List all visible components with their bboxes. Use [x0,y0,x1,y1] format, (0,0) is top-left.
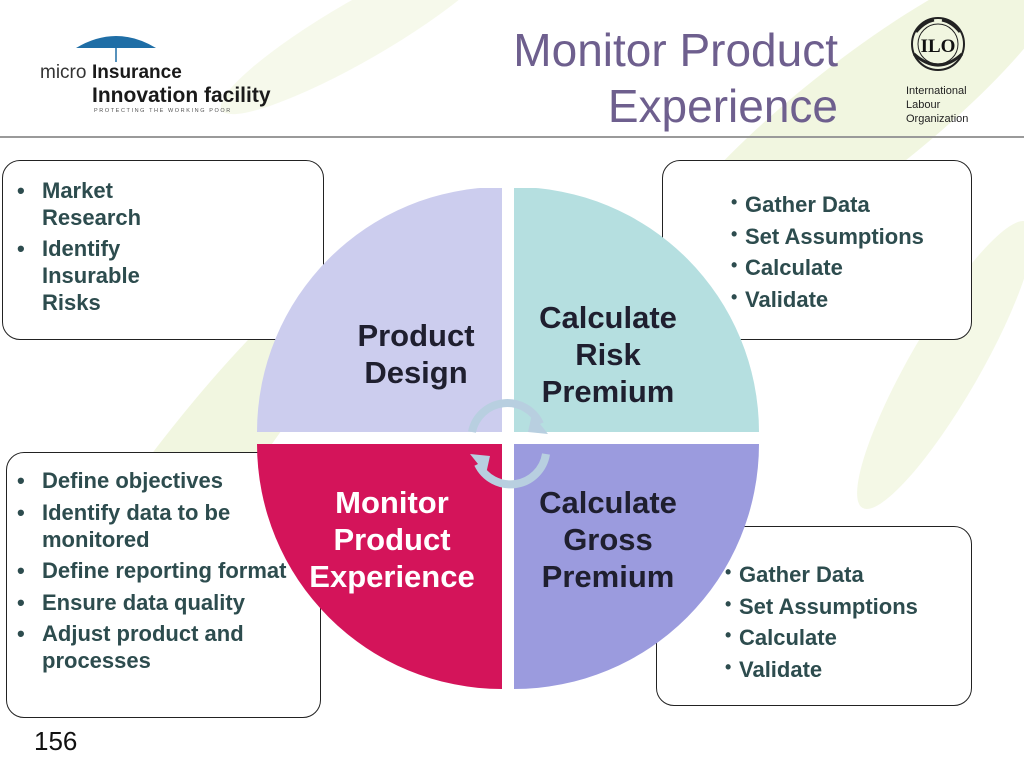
bullet-item: Validate [731,284,924,313]
quadrant-label-line: Calculate [539,485,677,520]
quadrant-label-line: Calculate [539,300,677,335]
bullet-item: Identify Insurable Risks [17,235,192,316]
bullet-list: Define objectivesIdentify data to be mon… [17,467,292,679]
quadrant-label-line: Product [333,522,450,557]
bullet-list: Gather DataSet AssumptionsCalculateValid… [725,559,918,687]
page-title-line2: Experience [607,80,838,132]
quadrant-monitor-product-experience [257,444,502,689]
cycle-arrow-icon [474,453,550,489]
bullet-item: Ensure data quality [17,589,292,616]
page-title: Monitor Product Experience [378,22,838,134]
bullet-item: Market Research [17,177,192,231]
quadrant-label-line: Premium [542,374,675,409]
bullet-item: Calculate [725,622,918,651]
quadrant-label-line: Gross [563,522,653,557]
bullet-item: Calculate [731,252,924,281]
ilo-line1: International [906,85,967,97]
bullet-item: Set Assumptions [731,221,924,250]
quadrant-label-line: Premium [542,559,675,594]
quadrant-label-line: Risk [575,337,641,372]
ilo-line2: Labour [906,99,941,111]
bullet-list: Gather DataSet AssumptionsCalculateValid… [731,189,924,317]
box-gross-premium-steps: Gather DataSet AssumptionsCalculateValid… [656,526,972,706]
quadrant-calculate-risk-premium [514,188,759,432]
logo-tagline: PROTECTING THE WORKING POOR [94,108,232,114]
bullet-item: Define objectives [17,467,292,494]
logo-text-innovation: Innovation facility [92,84,271,107]
logo-text-insurance: Insurance [92,62,182,83]
box-product-design-steps: Market ResearchIdentify Insurable Risks [2,160,324,340]
microinsurance-facility-logo: micro Insurance Innovation facility PROT… [40,36,271,114]
page-title-line1: Monitor Product [513,24,838,76]
bullet-item: Gather Data [731,189,924,218]
logo-text-micro: micro [40,62,86,83]
ilo-logo: ILO International Labour Organization [906,17,968,125]
bullet-item: Identify data to be monitored [17,499,292,553]
bullet-item: Validate [725,654,918,683]
quadrant-label-line: Product [357,318,474,353]
bullet-item: Set Assumptions [725,591,918,620]
ilo-line3: Organization [906,113,968,125]
ilo-emblem-text: ILO [921,36,956,57]
bullet-item: Gather Data [725,559,918,588]
bullet-item: Adjust product and processes [17,620,292,674]
quadrant-product-design [257,188,502,432]
cycle-arrowhead-icon [528,414,548,434]
bullet-item: Define reporting format [17,557,292,584]
quadrant-label-line: Design [364,355,467,390]
page-number: 156 [34,726,78,756]
cycle-arrowhead-icon [470,454,490,474]
header-divider [0,136,1024,138]
cycle-arrow-icon [468,399,544,433]
quadrant-label-line: Monitor [335,485,449,520]
bullet-list: Market ResearchIdentify Insurable Risks [17,177,192,320]
quadrant-calculate-gross-premium [514,444,759,689]
quadrant-label-line: Experience [309,559,474,594]
